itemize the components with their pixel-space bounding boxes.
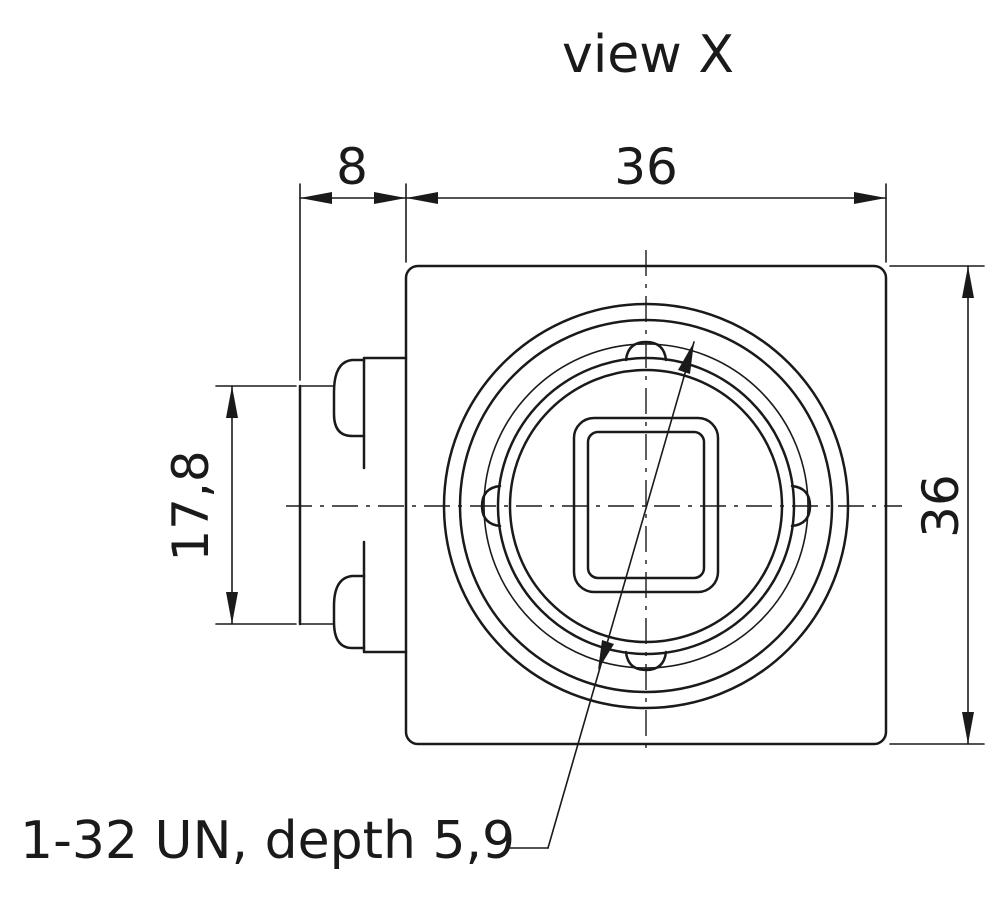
view-title: view X [562,25,734,85]
dim-label-36-right: 36 [912,474,970,538]
arrow-thread-top [678,342,694,374]
connector-top-plug [332,358,366,438]
arrow-thread-bottom [598,640,614,670]
arrow-178-bottom [226,592,238,624]
thread-diameter-line [547,341,695,849]
arrow-36-left [406,192,438,204]
arrow-36r-bottom [962,712,974,744]
arrow-8-right [374,192,406,204]
connector-bottom-plug [332,574,366,650]
arrow-178-top [226,386,238,418]
thread-note: 1-32 UN, depth 5,9 [20,811,515,871]
dim-label-8: 8 [336,138,368,196]
arrow-8-left [300,192,332,204]
dim-label-36-top: 36 [614,138,678,196]
connector-block [362,356,408,654]
arrow-36-right [854,192,886,204]
arrow-36r-top [962,266,974,298]
dim-label-17-8: 17,8 [162,450,220,561]
